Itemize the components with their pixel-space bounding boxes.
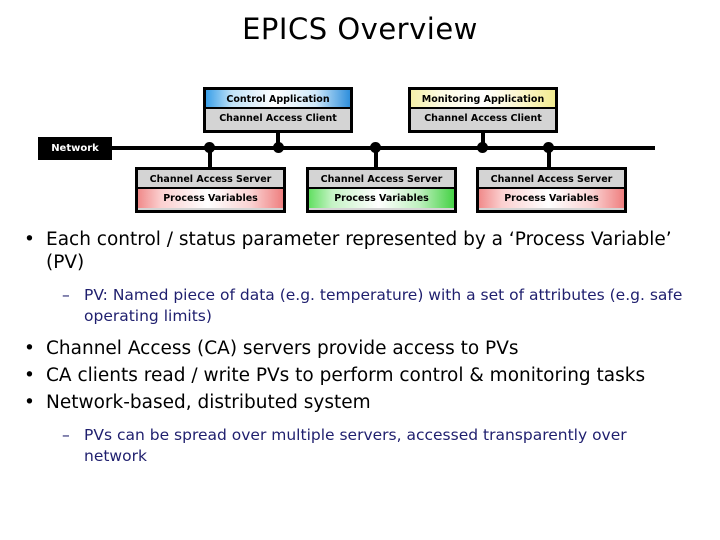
list-item: • Network-based, distributed system [0, 391, 720, 414]
network-junction-dot [273, 142, 284, 153]
connector-network-to-server-3 [547, 148, 551, 168]
channel-access-server-label: Channel Access Server [138, 170, 283, 189]
channel-access-server-label: Channel Access Server [309, 170, 454, 189]
list-item-text: Network-based, distributed system [46, 392, 371, 413]
spacer [0, 330, 720, 337]
server-stack-1: Channel Access Server Process Variables [135, 167, 286, 213]
network-bus-line [38, 146, 655, 150]
connector-control-app-to-network [276, 133, 280, 148]
list-item-text: PVs can be spread over multiple servers,… [84, 426, 627, 465]
bullet-marker: – [62, 426, 70, 444]
list-item: • CA clients read / write PVs to perform… [0, 364, 720, 387]
list-item: – PV: Named piece of data (e.g. temperat… [0, 285, 720, 327]
spacer [0, 278, 720, 285]
list-item-text: Each control / status parameter represen… [46, 229, 672, 273]
list-item-text: PV: Named piece of data (e.g. temperatur… [84, 286, 683, 325]
client-stack-control-application: Control Application Channel Access Clien… [203, 87, 353, 133]
connector-network-to-server-1 [208, 148, 212, 168]
list-item-text: CA clients read / write PVs to perform c… [46, 365, 646, 386]
connector-network-to-server-2 [374, 148, 378, 168]
process-variables-label: Process Variables [138, 189, 283, 208]
connector-monitoring-app-to-network [481, 133, 485, 148]
bullet-marker: – [62, 286, 70, 304]
list-item: • Channel Access (CA) servers provide ac… [0, 337, 720, 360]
page-title: EPICS Overview [242, 12, 478, 46]
epics-architecture-diagram: Control Application Channel Access Clien… [0, 78, 720, 223]
list-item: – PVs can be spread over multiple server… [0, 425, 720, 467]
network-junction-dot [543, 142, 554, 153]
channel-access-client-label: Channel Access Client [411, 109, 555, 128]
bullet-marker: • [24, 365, 35, 386]
list-item-text: Channel Access (CA) servers provide acce… [46, 338, 519, 359]
process-variables-label: Process Variables [309, 189, 454, 208]
server-stack-2: Channel Access Server Process Variables [306, 167, 457, 213]
server-stack-3: Channel Access Server Process Variables [476, 167, 627, 213]
bullet-marker: • [24, 338, 35, 359]
channel-access-client-label: Channel Access Client [206, 109, 350, 128]
monitoring-application-label: Monitoring Application [411, 90, 555, 109]
client-stack-monitoring-application: Monitoring Application Channel Access Cl… [408, 87, 558, 133]
channel-access-server-label: Channel Access Server [479, 170, 624, 189]
control-application-label: Control Application [206, 90, 350, 109]
list-item: • Each control / status parameter repres… [0, 228, 720, 274]
network-junction-dot [204, 142, 215, 153]
network-junction-dot [477, 142, 488, 153]
bullet-marker: • [24, 229, 35, 250]
bullet-list: • Each control / status parameter repres… [0, 228, 720, 470]
process-variables-label: Process Variables [479, 189, 624, 208]
network-junction-dot [370, 142, 381, 153]
bullet-marker: • [24, 392, 35, 413]
spacer [0, 418, 720, 425]
network-label: Network [38, 137, 112, 160]
